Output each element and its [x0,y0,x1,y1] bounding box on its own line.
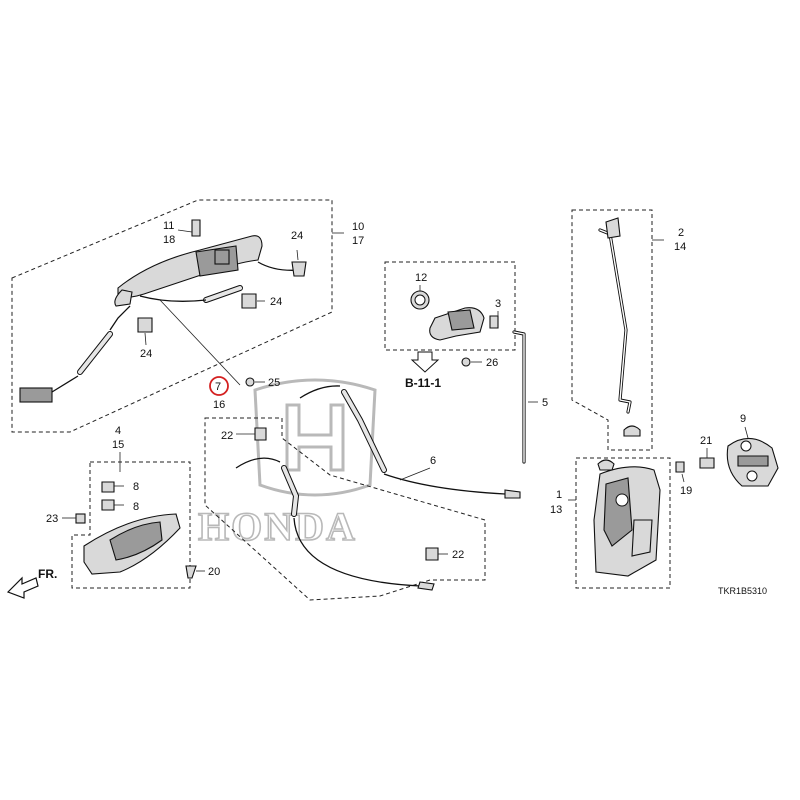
highlight-ring [209,376,229,396]
callout-24-left[interactable]: 24 [140,348,152,360]
callout-4[interactable]: 4 [115,425,121,437]
callout-16[interactable]: 16 [213,399,225,411]
callout-12[interactable]: 12 [415,272,427,284]
lock-knob-group [384,261,516,373]
rod-group-2 [571,209,664,451]
callout-3[interactable]: 3 [495,298,501,310]
callout-17[interactable]: 17 [352,235,364,247]
callout-8-top[interactable]: 8 [133,481,139,493]
callout-22-top[interactable]: 22 [221,430,233,442]
striker-group [675,426,779,487]
callout-7[interactable]: 7 [215,381,221,393]
callout-15[interactable]: 15 [112,439,124,451]
inner-handle-group [62,452,205,589]
callout-14[interactable]: 14 [674,241,686,253]
front-arrow-icon [6,576,39,599]
honda-watermark: HONDA [197,378,377,550]
callout-22-bottom[interactable]: 22 [452,549,464,561]
callout-25[interactable]: 25 [268,377,280,389]
callout-24-mid[interactable]: 24 [270,296,282,308]
callout-19[interactable]: 19 [680,485,692,497]
lock-actuator-group [568,457,671,589]
callout-26[interactable]: 26 [486,357,498,369]
callout-23[interactable]: 23 [46,513,58,525]
callout-21[interactable]: 21 [700,435,712,447]
reference-b-11-1[interactable]: B-11-1 [405,376,441,390]
rod-5 [512,330,538,464]
callout-1[interactable]: 1 [556,489,562,501]
callout-6[interactable]: 6 [430,455,436,467]
front-label: FR. [38,567,57,581]
callout-10[interactable]: 10 [352,221,364,233]
outer-handle-group [11,199,344,433]
diagram-code: TKR1B5310 [718,586,767,596]
callout-8-bottom[interactable]: 8 [133,501,139,513]
svg-text:HONDA: HONDA [198,504,357,549]
cable-group [204,385,521,601]
callout-2[interactable]: 2 [678,227,684,239]
callout-18[interactable]: 18 [163,234,175,246]
callout-20[interactable]: 20 [208,566,220,578]
callout-24-top[interactable]: 24 [291,230,303,242]
callout-9[interactable]: 9 [740,413,746,425]
callout-11[interactable]: 11 [163,220,174,232]
callout-5[interactable]: 5 [542,397,548,409]
callout-13[interactable]: 13 [550,504,562,516]
